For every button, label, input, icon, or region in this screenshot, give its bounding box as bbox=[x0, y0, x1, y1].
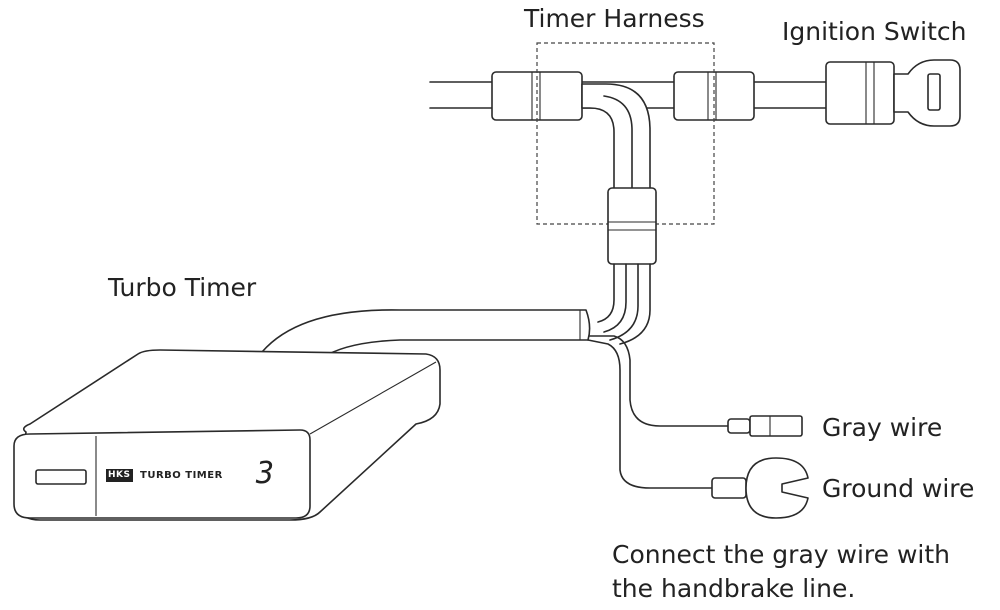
harness-wires bbox=[597, 263, 651, 345]
turbo-timer-device bbox=[13, 349, 441, 521]
label-ignition-switch: Ignition Switch bbox=[782, 17, 967, 46]
branch-connector bbox=[607, 187, 657, 265]
label-ground-wire: Ground wire bbox=[822, 474, 975, 503]
install-note: Connect the gray wire with the handbrake… bbox=[612, 538, 950, 606]
timer-harness-outline bbox=[536, 42, 715, 225]
label-timer-harness: Timer Harness bbox=[524, 4, 705, 33]
label-turbo-timer: Turbo Timer bbox=[108, 273, 257, 302]
device-brand-logo: HKS bbox=[106, 469, 133, 482]
install-note-line-2: the handbrake line. bbox=[612, 574, 856, 603]
install-note-line-1: Connect the gray wire with bbox=[612, 540, 950, 569]
signal-wires bbox=[587, 335, 729, 489]
device-model-text: TURBO TIMER bbox=[140, 470, 223, 481]
device-display-digit: 3 bbox=[256, 456, 275, 491]
ground-wire-terminal bbox=[711, 457, 809, 519]
device-cable bbox=[261, 309, 591, 359]
branch-cable bbox=[581, 83, 651, 191]
label-gray-wire: Gray wire bbox=[822, 413, 943, 442]
gray-wire-terminal bbox=[727, 415, 803, 437]
ignition-switch-connector bbox=[825, 59, 961, 127]
